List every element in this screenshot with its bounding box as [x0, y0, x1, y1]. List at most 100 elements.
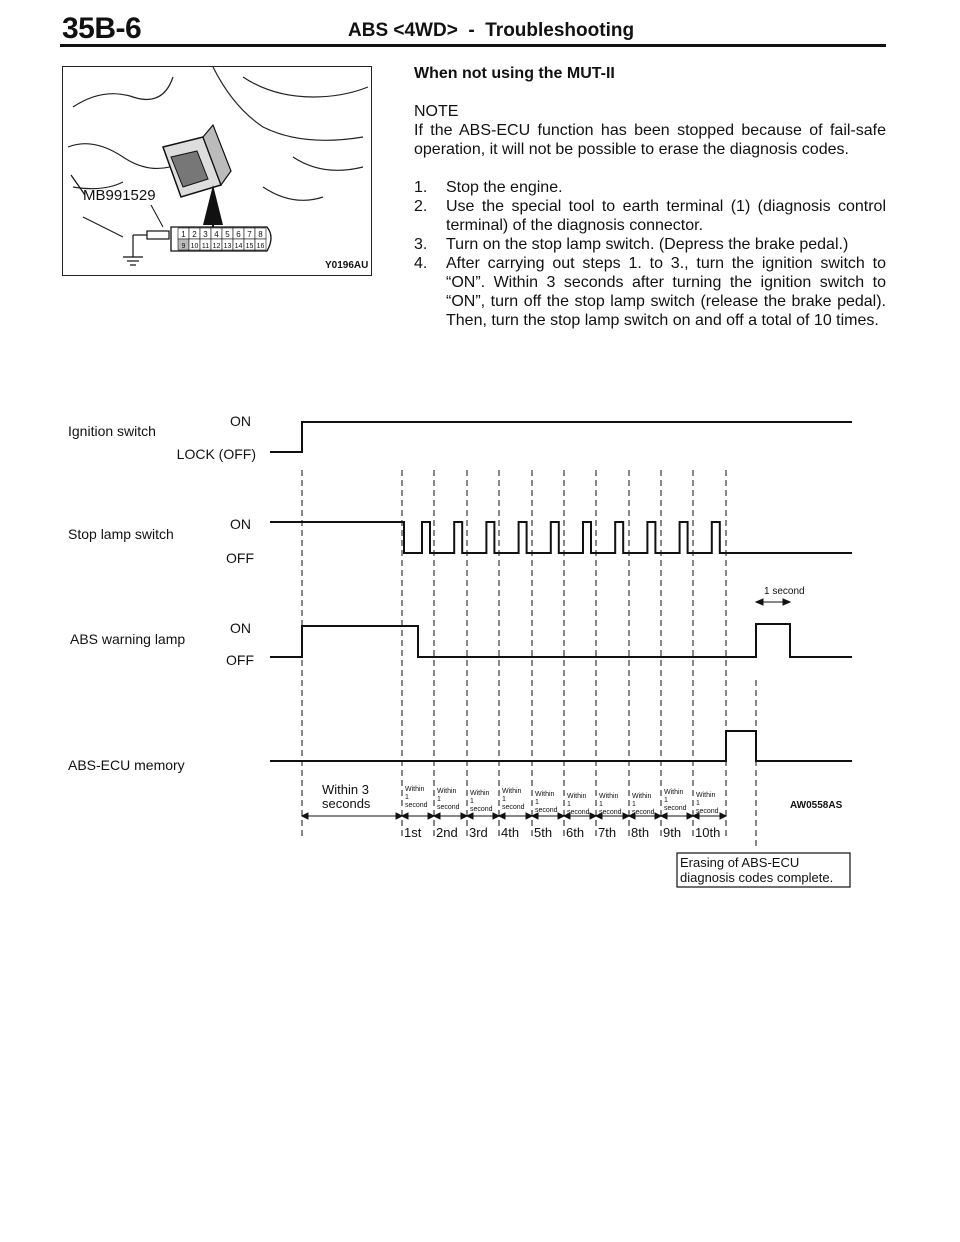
arrow-head: [594, 812, 603, 820]
erase-complete-line2: diagnosis codes complete.: [680, 870, 833, 885]
warning-lamp-on-label: ON: [230, 620, 251, 636]
stop-lamp-on-label: ON: [230, 516, 251, 532]
ecu-memory-label: ABS-ECU memory: [68, 757, 185, 773]
connector-pin-number: 10: [191, 243, 199, 250]
within-3-seconds-label: Within 3: [322, 782, 369, 797]
instructions: When not using the MUT-II NOTE If the AB…: [414, 64, 886, 330]
within-1-second-label: 1: [632, 801, 636, 808]
erase-complete-box: [676, 852, 851, 888]
connector-pin-number: 14: [235, 243, 243, 250]
connector-pin: [254, 238, 267, 251]
stop-lamp-switch-label: Stop lamp switch: [68, 526, 174, 542]
within-1-second-label: second: [535, 807, 558, 814]
ordinal-label: 1st: [404, 825, 422, 840]
connector-pin-number: 2: [192, 230, 197, 239]
arrow-head: [395, 812, 404, 820]
harness-line: [72, 76, 174, 108]
step-item: 2.Use the special tool to earth terminal…: [414, 198, 886, 234]
within-1-second-label: second: [470, 806, 493, 813]
within-1-second-label: second: [437, 804, 460, 811]
stop-lamp-off-label: OFF: [226, 550, 254, 566]
arrow-head: [562, 812, 571, 820]
within-1-second-label: second: [502, 804, 525, 811]
ignition-off-label: LOCK (OFF): [177, 446, 256, 462]
diagram-code: AW0558AS: [790, 800, 843, 811]
ordinal-label: 6th: [566, 825, 584, 840]
within-1-second-label: Within: [437, 788, 457, 795]
harness-line: [262, 186, 324, 201]
arrow-head: [589, 812, 598, 820]
harness-line: [292, 156, 364, 171]
special-tool-icon: [162, 123, 232, 198]
ordinal-label: 4th: [501, 825, 519, 840]
page-number: 35B-6: [62, 12, 142, 45]
within-1-second-labels: Within1secondWithin1secondWithin1secondW…: [405, 786, 719, 816]
arrow-head: [432, 812, 441, 820]
note-title: NOTE: [414, 103, 459, 120]
connector-pin-number: 9: [182, 243, 186, 250]
connector-pin-number: 11: [202, 243, 209, 250]
within-1-second-label: Within: [696, 792, 716, 799]
arrow-head: [686, 812, 695, 820]
arrow-head: [497, 812, 506, 820]
step-item: 4.After carrying out steps 1. to 3., tur…: [414, 255, 886, 329]
connector-pin-number: 3: [203, 230, 208, 239]
instructions-heading: When not using the MUT-II: [414, 65, 615, 82]
arrow-head: [659, 812, 668, 820]
within-1-second-label: second: [664, 805, 687, 812]
connector-pin-number: 12: [213, 243, 221, 250]
note-text: If the ABS-ECU function has been stopped…: [414, 122, 886, 158]
within-1-second-label: second: [567, 809, 590, 816]
tool-label: MB991529: [83, 187, 156, 204]
arrow-head: [460, 812, 469, 820]
guide-lines: [301, 470, 757, 850]
arrow-icon: [203, 185, 223, 225]
arrow-head: [525, 812, 534, 820]
connector-pin-number: 4: [214, 230, 219, 239]
ignition-switch-label: Ignition switch: [68, 423, 156, 439]
warning-lamp-off-label: OFF: [226, 652, 254, 668]
ordinal-label: 8th: [631, 825, 649, 840]
within-3-seconds-label-2: seconds: [322, 796, 371, 811]
figure-code: Y0196AU: [325, 260, 368, 271]
within-1-second-label: Within: [502, 788, 522, 795]
within-1-second-label: Within: [632, 793, 652, 800]
ignition-waveform: [270, 421, 852, 453]
arrow-head: [300, 812, 309, 820]
within-1-second-label: 1: [599, 801, 603, 808]
connector-pin-number: 16: [257, 243, 265, 250]
arrow-head: [557, 812, 566, 820]
within-1-second-label: 1: [437, 796, 441, 803]
connector-pin-number: 6: [236, 230, 241, 239]
harness-line: [72, 181, 124, 190]
within-1-second-label: second: [599, 809, 622, 816]
within-1-second-label: 1: [502, 796, 506, 803]
step-item: 3.Turn on the stop lamp switch. (Depress…: [414, 236, 849, 253]
page-title: ABS <4WD> - Troubleshooting: [348, 20, 635, 41]
ordinal-label: 7th: [598, 825, 616, 840]
within-1-second-label: 1: [664, 797, 668, 804]
within-1-second-label: second: [632, 809, 655, 816]
earth-icon: [123, 256, 143, 266]
interval-arrows: [300, 812, 728, 820]
ordinal-label: 5th: [534, 825, 552, 840]
within-1-second-label: 1: [535, 799, 539, 806]
harness-line: [242, 76, 369, 98]
ecu-memory-waveform: [270, 730, 852, 762]
arrow-head: [627, 812, 636, 820]
within-1-second-label: second: [696, 808, 719, 815]
within-1-second-label: Within: [470, 790, 490, 797]
ordinal-label: 10th: [695, 825, 720, 840]
within-1-second-label: Within: [535, 791, 555, 798]
warning-lamp-label: ABS warning lamp: [70, 631, 185, 647]
connector-pin-number: 15: [246, 243, 254, 250]
within-1-second-label: 1: [696, 800, 700, 807]
harness-line: [212, 67, 364, 141]
one-second-label: 1 second: [764, 586, 805, 597]
within-1-second-label: Within: [664, 789, 684, 796]
steps-list: 1.Stop the engine. 2.Use the special too…: [414, 178, 886, 330]
within-1-second-label: Within: [599, 793, 619, 800]
tool-probe: [146, 230, 170, 240]
